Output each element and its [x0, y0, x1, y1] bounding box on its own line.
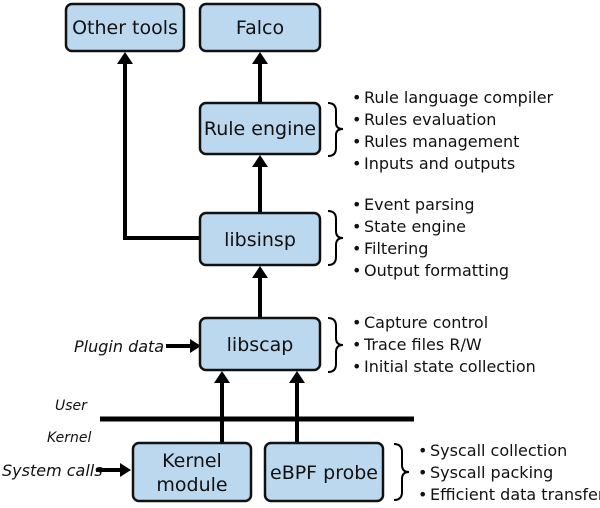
libsinsp-box: libsinsp	[198, 211, 322, 267]
list-item: Trace files R/W	[363, 335, 482, 354]
falco-label: Falco	[236, 17, 284, 39]
bullet-marker: •	[352, 357, 361, 376]
bullet-marker: •	[352, 154, 361, 173]
bullet-marker: •	[418, 441, 427, 460]
system-calls-arrowhead	[120, 463, 131, 477]
bullet-marker: •	[418, 463, 427, 482]
ebpf-probe-label: eBPF probe	[270, 462, 378, 484]
bullet-marker: •	[352, 335, 361, 354]
kernel-layer-label: Kernel	[47, 430, 92, 446]
libsinsp-to-other-tools-line	[123, 64, 200, 240]
kernel-module-box: Kernel module	[131, 441, 253, 503]
list-item: Event parsing	[364, 195, 475, 214]
libscap-right-arrowhead	[289, 371, 305, 383]
libscap-label: libscap	[227, 334, 294, 356]
list-item: Capture control	[364, 313, 488, 332]
list-item: State engine	[364, 217, 466, 236]
libscap-feature-list: • Capture control • Trace files R/W • In…	[352, 313, 536, 376]
list-item: Initial state collection	[364, 357, 536, 376]
kernel-module-label-line2: module	[156, 474, 227, 496]
user-layer-label: User	[55, 398, 88, 414]
list-item: Inputs and outputs	[364, 154, 515, 173]
libscap-brace	[327, 317, 344, 373]
rule-engine-label: Rule engine	[204, 118, 316, 140]
libsinsp-arrowhead	[252, 266, 268, 278]
list-item: Output formatting	[364, 261, 509, 280]
list-item: Rule language compiler	[364, 88, 554, 107]
list-item: Rules management	[364, 132, 519, 151]
bullet-marker: •	[352, 110, 361, 129]
driver-feature-list: • Syscall collection • Syscall packing •…	[418, 441, 600, 504]
other-tools-box: Other tools	[64, 2, 186, 53]
rule-engine-box: Rule engine	[198, 101, 322, 156]
libsinsp-brace	[327, 210, 344, 266]
bullet-marker: •	[352, 88, 361, 107]
list-item: Efficient data transfer	[430, 485, 600, 504]
list-item: Rules evaluation	[364, 110, 496, 129]
libsinsp-feature-list: • Event parsing • State engine • Filteri…	[352, 195, 509, 280]
ebpf-probe-box: eBPF probe	[263, 441, 385, 503]
other-tools-label: Other tools	[72, 17, 178, 39]
rule-engine-feature-list: • Rule language compiler • Rules evaluat…	[352, 88, 554, 173]
bullet-marker: •	[352, 217, 361, 236]
libscap-left-arrowhead	[214, 371, 230, 383]
rule-engine-brace	[327, 102, 344, 157]
list-item: Syscall packing	[430, 463, 553, 482]
libscap-box: libscap	[198, 316, 322, 372]
falco-box: Falco	[198, 2, 322, 53]
bullet-marker: •	[352, 132, 361, 151]
kernel-module-label-line1: Kernel	[162, 450, 222, 472]
list-item: Filtering	[364, 239, 428, 258]
driver-brace	[393, 443, 410, 501]
falco-arrowhead	[252, 52, 268, 64]
bullet-marker: •	[352, 195, 361, 214]
libsinsp-label: libsinsp	[224, 229, 296, 251]
bullet-marker: •	[352, 313, 361, 332]
system-calls-label: System calls	[2, 461, 103, 480]
bullet-marker: •	[418, 485, 427, 504]
bullet-marker: •	[352, 261, 361, 280]
bullet-marker: •	[352, 239, 361, 258]
list-item: Syscall collection	[430, 441, 567, 460]
other-tools-arrowhead	[117, 52, 133, 64]
plugin-data-arrowhead	[190, 339, 201, 353]
plugin-data-label: Plugin data	[74, 337, 164, 356]
rule-engine-arrowhead	[252, 155, 268, 167]
